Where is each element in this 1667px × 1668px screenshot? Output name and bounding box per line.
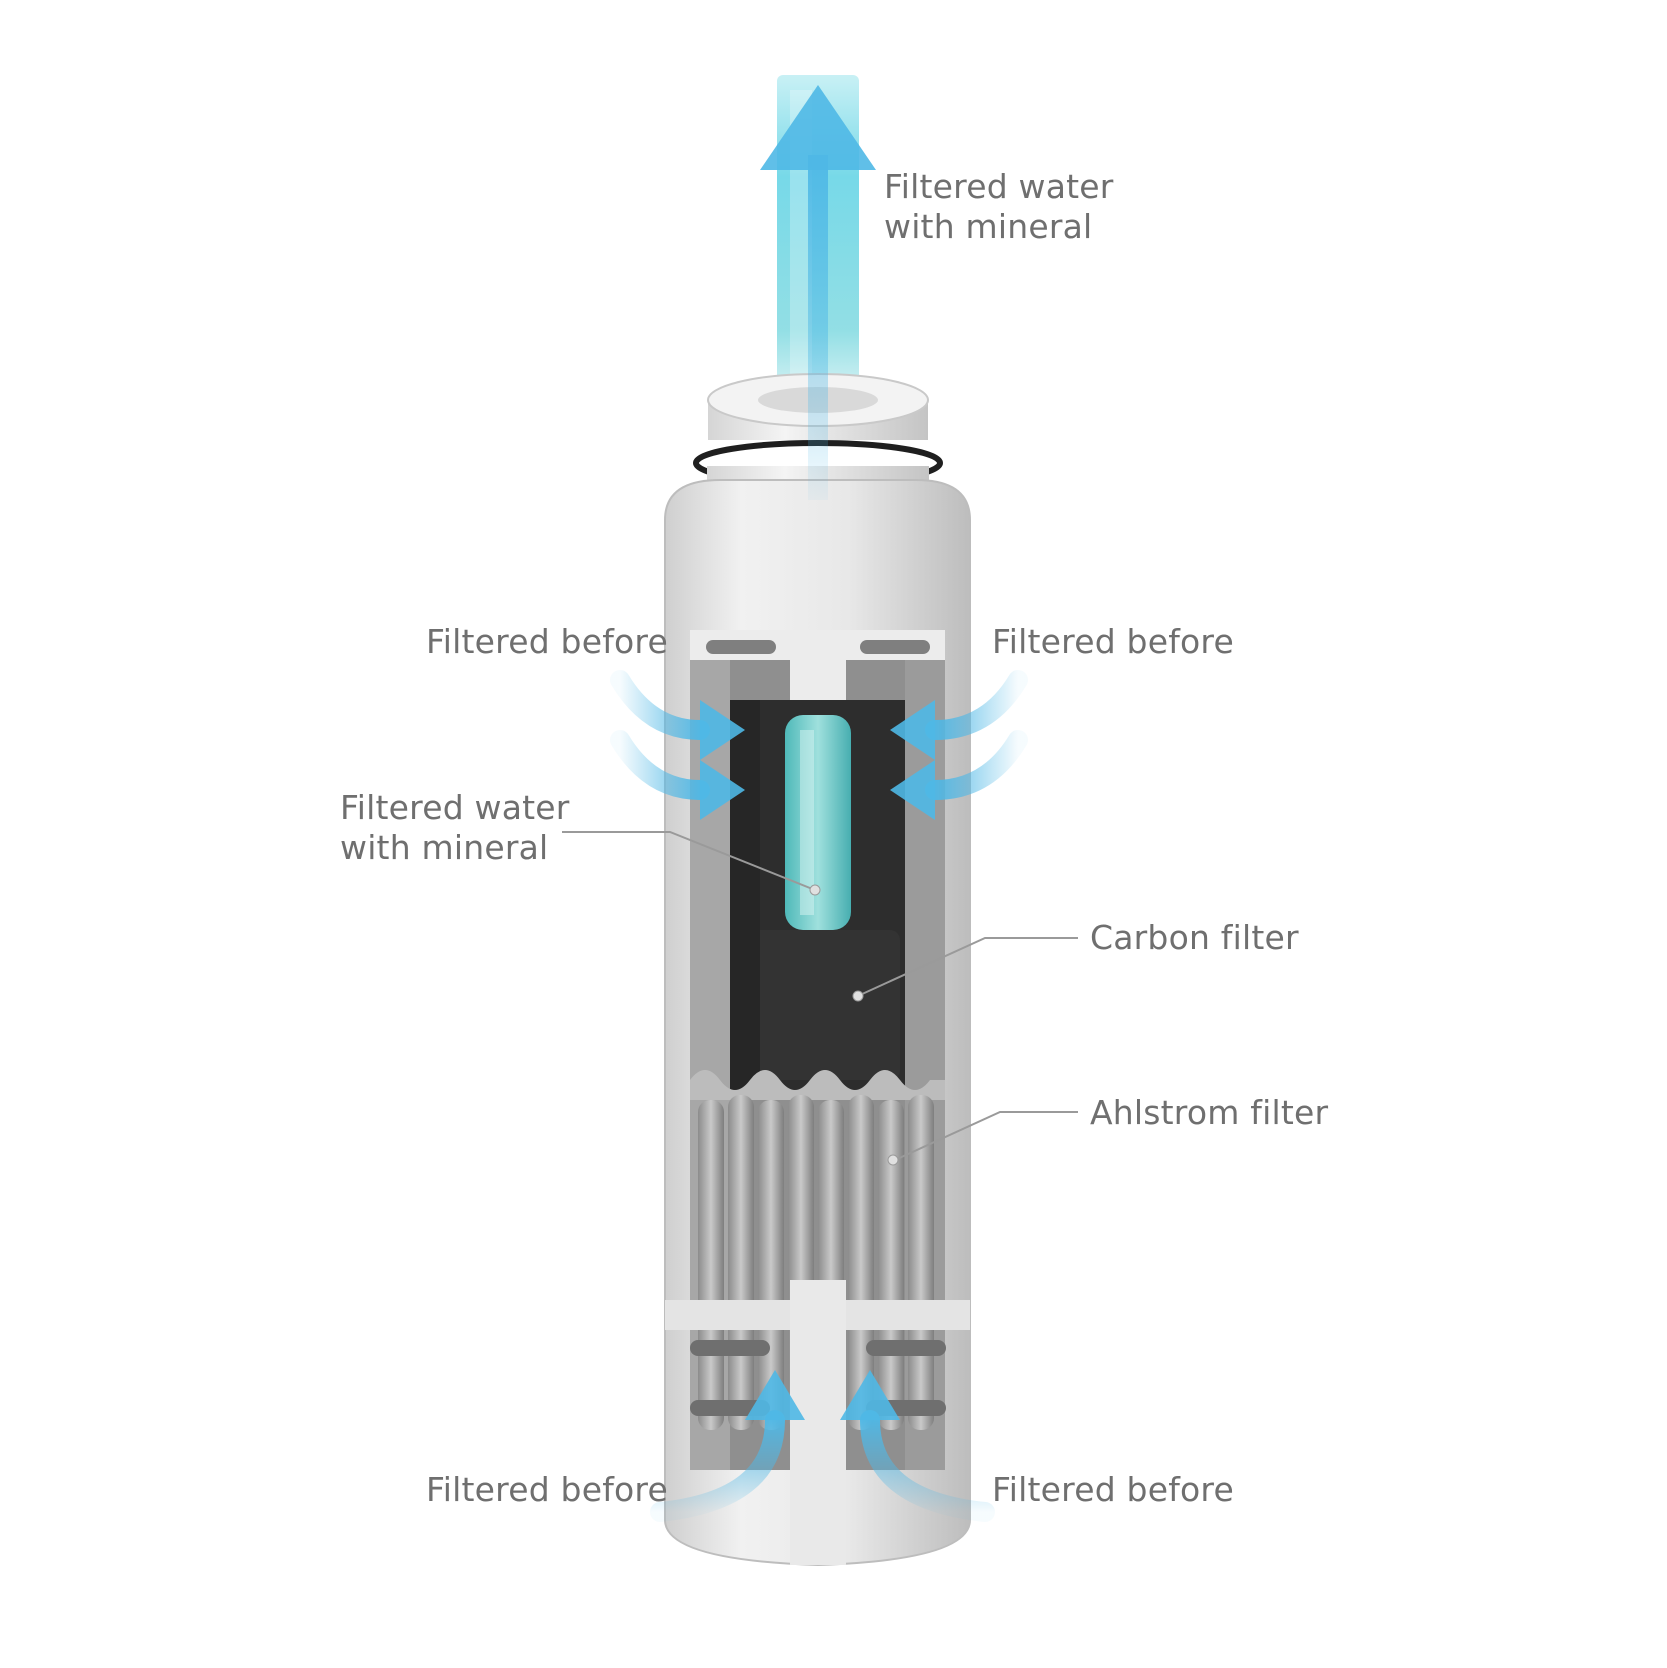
leader-dot-carbon — [852, 990, 864, 1002]
leader-line-carbon — [859, 937, 1078, 996]
inner-core-label-line1: Filtered water — [340, 788, 570, 827]
leader-dot-ahlstrom — [887, 1154, 899, 1166]
arrow-icon — [890, 730, 1028, 820]
lower-left-inlet-label: Filtered before — [426, 1470, 668, 1509]
top-outlet-label-line1: Filtered water — [884, 167, 1114, 206]
arrow-icon — [890, 670, 1028, 760]
arrow-icon — [610, 730, 745, 820]
upper-left-inlet-label: Filtered before — [426, 622, 668, 661]
leader-line-ahlstrom — [894, 1111, 1078, 1161]
lower-cage — [665, 1280, 970, 1565]
upper-right-inlet-label: Filtered before — [992, 622, 1234, 661]
arrow-icon — [840, 1370, 995, 1522]
mineral-core — [785, 715, 851, 930]
inner-core-label: Filtered water with mineral — [340, 788, 570, 868]
leader-dot-mineral — [809, 884, 821, 896]
top-outlet-label-line2: with mineral — [884, 207, 1093, 246]
outlet-arrow-up-icon — [760, 85, 876, 500]
top-outlet-label: Filtered water with mineral — [884, 167, 1114, 247]
arrow-icon — [650, 1370, 805, 1522]
inner-core-label-line2: with mineral — [340, 828, 549, 867]
flow-arrows — [610, 670, 1028, 1522]
ahlstrom-filter-label: Ahlstrom filter — [1090, 1093, 1329, 1132]
leader-lines — [562, 831, 1078, 1161]
arrow-icon — [610, 670, 745, 760]
leader-line-mineral — [562, 831, 816, 891]
carbon-filter-label: Carbon filter — [1090, 918, 1299, 957]
lower-right-inlet-label: Filtered before — [992, 1470, 1234, 1509]
